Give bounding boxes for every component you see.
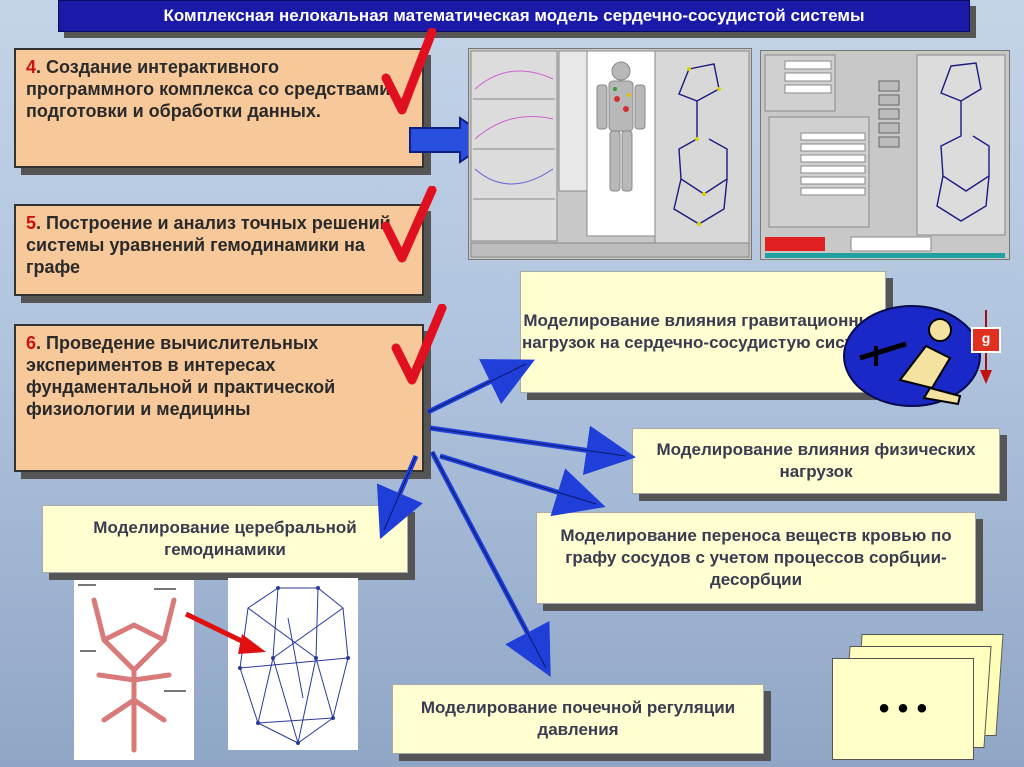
checkmark-icon <box>381 28 437 115</box>
program-window-graphic <box>470 50 750 258</box>
target-cerebral-box: Моделирование церебральной гемодинамики <box>42 505 408 573</box>
g-label-badge <box>971 327 1001 353</box>
red-arrow-icon <box>184 611 266 654</box>
target-physical-box: Моделирование влияния физических нагрузо… <box>632 428 1000 494</box>
ellipsis-text: • • • <box>878 692 928 725</box>
cerebral-graph-illustration <box>228 578 358 750</box>
checkmark-icon <box>391 304 447 385</box>
step-4-number: 4 <box>26 57 37 77</box>
step-5-box: 5. Построение и анализ точных решений си… <box>14 204 424 296</box>
step-4-text: . Создание интерактивного программного к… <box>26 57 391 121</box>
step-5-text: . Построение и анализ точных решений сис… <box>26 213 391 277</box>
step-4-box: 4. Создание интерактивного программного … <box>14 48 424 168</box>
target-transfer-box: Моделирование переноса веществ кровью по… <box>536 512 976 604</box>
software-screenshot-2 <box>760 50 1010 260</box>
pilot-gravity-illustration <box>843 305 1001 407</box>
page-title: Комплексная нелокальная математическая м… <box>58 0 970 32</box>
step-6-box: 6. Проведение вычислительных эксперимент… <box>14 324 424 472</box>
ellipsis-page: • • • <box>832 658 974 760</box>
g-label: g <box>981 330 991 346</box>
target-gravity-box: Моделирование влияния гравитационных наг… <box>520 271 886 393</box>
checkmark-icon <box>381 186 437 263</box>
step-5-number: 5 <box>26 213 37 233</box>
brain-vessels-illustration <box>74 580 194 760</box>
software-screenshot-1 <box>468 48 752 260</box>
target-renal-box: Моделирование почечной регуляции давлени… <box>392 684 764 754</box>
step-6-number: 6 <box>26 333 37 353</box>
step-6-text: . Проведение вычислительных эксперименто… <box>26 333 336 419</box>
program-window-graphic <box>764 54 1006 258</box>
